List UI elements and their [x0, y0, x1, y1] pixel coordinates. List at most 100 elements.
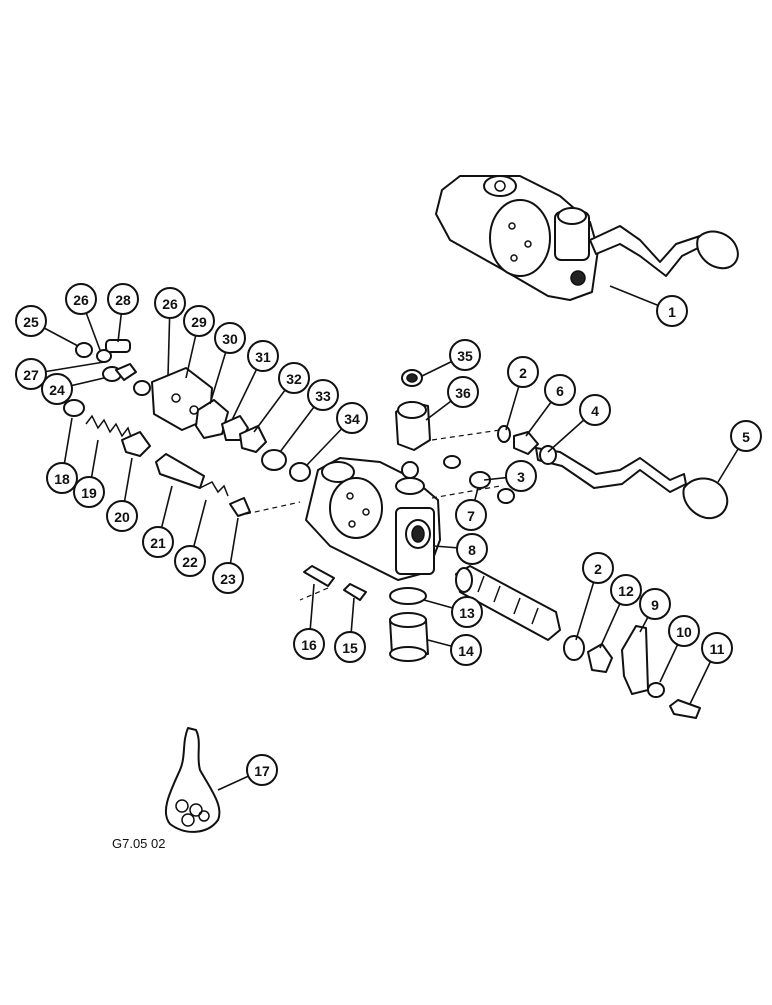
- callout-circle: [278, 362, 310, 394]
- callout-bubble: 12: [610, 574, 642, 606]
- callout-bubble: 21: [142, 526, 174, 558]
- callout-number: 26: [73, 292, 89, 308]
- callout-circle: [174, 545, 206, 577]
- callout-number: 3: [517, 469, 525, 485]
- callout-number: 26: [162, 296, 178, 312]
- right-end-components: [443, 425, 701, 719]
- callout-number: 20: [114, 509, 130, 525]
- callout-circle: [334, 631, 366, 663]
- callout-number: 21: [150, 535, 166, 551]
- alignment-lines: [245, 429, 501, 601]
- callout-bubble: 17: [246, 754, 278, 786]
- callout-number: 30: [222, 331, 238, 347]
- callout-number: 12: [618, 583, 634, 599]
- callout-circle: [41, 373, 73, 405]
- callout-circle: [15, 358, 47, 390]
- callout-circle: [46, 462, 78, 494]
- callout-bubble: 7: [455, 499, 487, 531]
- callout-circle: [450, 634, 482, 666]
- callout-bubble: 3: [505, 460, 537, 492]
- callout-circle: [247, 340, 279, 372]
- callout-number: 8: [468, 542, 476, 558]
- callout-circle: [582, 552, 614, 584]
- callout-bubble: 14: [450, 634, 482, 666]
- callout-circle: [579, 394, 611, 426]
- seal-kit-bag: [164, 727, 221, 833]
- callout-circle: [505, 460, 537, 492]
- callout-number: 17: [254, 763, 270, 779]
- callout-bubble: 23: [212, 562, 244, 594]
- callout-number: 1: [668, 304, 676, 320]
- callout-number: 5: [742, 429, 750, 445]
- callout-bubble: 32: [278, 362, 310, 394]
- callout-circle: [730, 420, 762, 452]
- callout-group: 1223456789101112131415161718192021222324…: [15, 283, 762, 786]
- callout-bubble: 1: [656, 295, 688, 327]
- callout-bubble: 33: [307, 379, 339, 411]
- callout-circle: [183, 305, 215, 337]
- pins-and-sleeve: [303, 565, 429, 662]
- callout-circle: [154, 287, 186, 319]
- callout-number: 23: [220, 571, 236, 587]
- callout-circle: [293, 628, 325, 660]
- callout-circle: [449, 339, 481, 371]
- callout-number: 11: [710, 641, 725, 657]
- callout-number: 19: [81, 485, 97, 501]
- callout-bubble: 4: [579, 394, 611, 426]
- callout-number: 6: [556, 383, 564, 399]
- callout-number: 36: [455, 385, 471, 401]
- callout-bubble: 31: [247, 340, 279, 372]
- figure-code: G7.05 02: [112, 836, 166, 851]
- callout-number: 25: [23, 314, 39, 330]
- callout-circle: [142, 526, 174, 558]
- callout-bubble: 16: [293, 628, 325, 660]
- callout-circle: [65, 283, 97, 315]
- callout-bubble: 2: [582, 552, 614, 584]
- callout-circle: [507, 356, 539, 388]
- callout-bubble: 25: [15, 305, 47, 337]
- callout-circle: [246, 754, 278, 786]
- callout-circle: [656, 295, 688, 327]
- callout-number: 16: [301, 637, 317, 653]
- callout-circle: [447, 376, 479, 408]
- callout-number: 4: [591, 403, 599, 419]
- valve-spool: [455, 565, 561, 641]
- callout-bubble: 34: [336, 402, 368, 434]
- handle-knob: [682, 477, 729, 520]
- callout-number: 15: [342, 640, 358, 656]
- callout-bubble: 10: [668, 615, 700, 647]
- callout-bubble: 6: [544, 374, 576, 406]
- callout-number: 29: [191, 314, 207, 330]
- callout-bubble: 5: [730, 420, 762, 452]
- callout-bubble: 13: [451, 596, 483, 628]
- callout-bubble: 20: [106, 500, 138, 532]
- left-end-components: [63, 339, 311, 517]
- callout-circle: [336, 402, 368, 434]
- callout-number: 22: [182, 554, 198, 570]
- callout-bubble: 26: [65, 283, 97, 315]
- callout-bubble: 29: [183, 305, 215, 337]
- callout-bubble: 9: [639, 588, 671, 620]
- callout-circle: [701, 632, 733, 664]
- callout-number: 14: [458, 643, 474, 659]
- callout-number: 33: [315, 388, 331, 404]
- callout-bubble: 2: [507, 356, 539, 388]
- callout-number: 31: [255, 349, 271, 365]
- callout-circle: [307, 379, 339, 411]
- callout-circle: [15, 305, 47, 337]
- callout-number: 27: [23, 367, 39, 383]
- callout-bubble: 30: [214, 322, 246, 354]
- check-valve-components: [395, 369, 431, 495]
- valve-body: [305, 457, 441, 581]
- callout-circle: [455, 499, 487, 531]
- callout-bubble: 28: [107, 283, 139, 315]
- callout-bubble: 18: [46, 462, 78, 494]
- callout-number: 9: [651, 597, 659, 613]
- callout-bubble: 22: [174, 545, 206, 577]
- callout-circle: [668, 615, 700, 647]
- callout-circle: [610, 574, 642, 606]
- callout-bubble: 8: [456, 533, 488, 565]
- callout-circle: [214, 322, 246, 354]
- callout-number: 2: [594, 561, 602, 577]
- callout-bubble: 24: [41, 373, 73, 405]
